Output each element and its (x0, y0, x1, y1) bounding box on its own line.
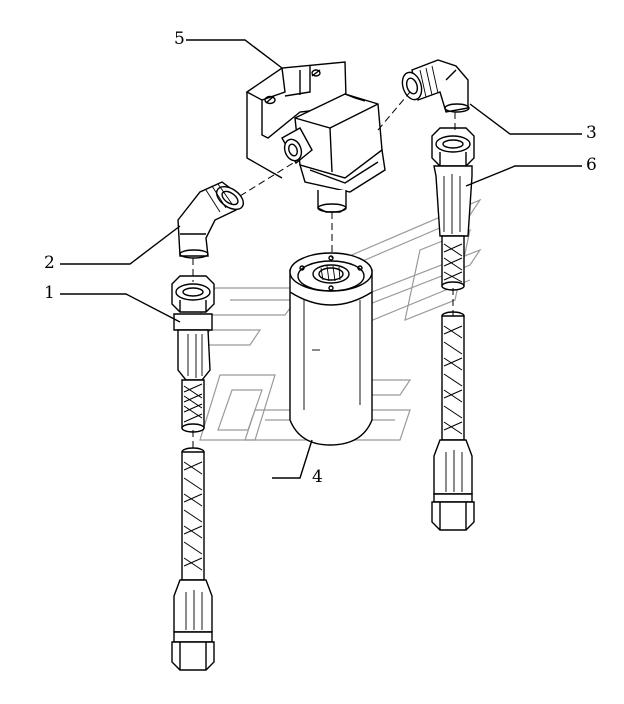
left-elbow-fitting (177, 181, 245, 259)
leader-lines (60, 39, 582, 479)
left-hose-assembly (171, 275, 215, 671)
right-elbow-fitting (401, 59, 470, 113)
callout-labels: 5 3 6 2 1 4 (44, 29, 597, 487)
callout-4: 4 (312, 467, 323, 487)
callout-2: 2 (44, 253, 55, 273)
callout-3: 3 (586, 123, 597, 143)
callout-1: 1 (44, 283, 55, 303)
filter-cartridge-part (289, 252, 373, 446)
callout-5: 5 (174, 29, 185, 49)
assembly-centerlines (192, 91, 456, 452)
callout-6: 6 (586, 155, 597, 175)
right-hose-assembly (431, 127, 475, 531)
filter-head-part (245, 61, 386, 213)
